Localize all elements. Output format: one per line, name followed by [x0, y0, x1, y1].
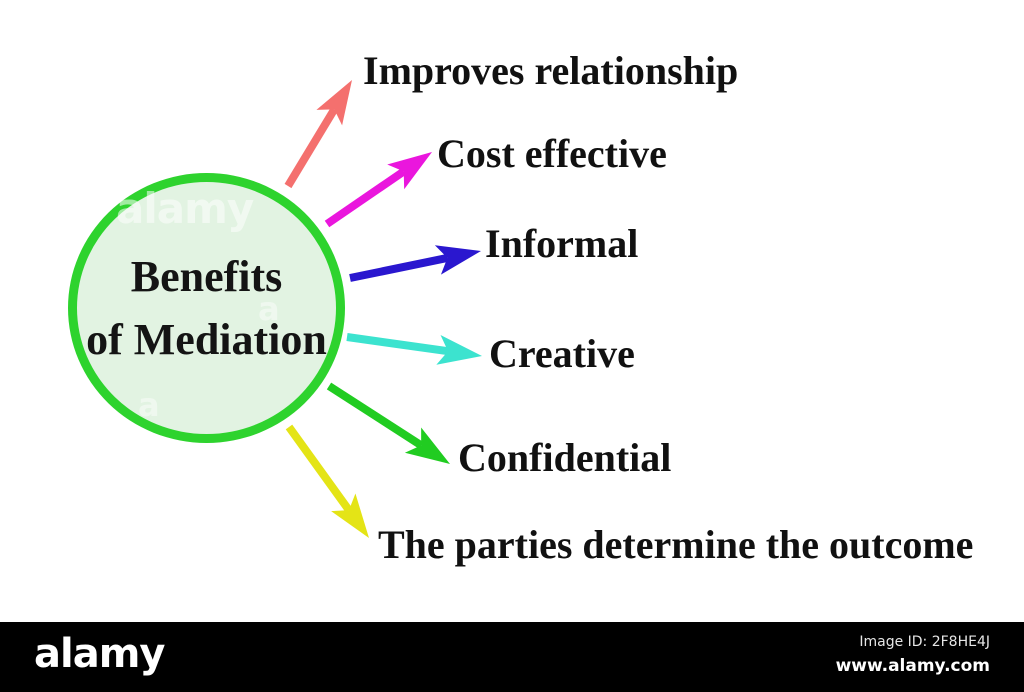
benefit-arrow-head: [387, 152, 432, 190]
benefit-arrow-shaft: [346, 333, 449, 356]
alamy-footer-bar: alamy Image ID: 2F8HE4J www.alamy.com: [0, 622, 1024, 692]
benefit-arrow-shaft: [349, 254, 449, 282]
benefit-arrow-shaft: [284, 107, 338, 189]
footer-info: Image ID: 2F8HE4J www.alamy.com: [836, 634, 990, 676]
central-title-line2: of Mediation: [86, 315, 327, 364]
benefit-arrow-head: [434, 245, 481, 275]
benefit-arrow-head: [316, 80, 352, 126]
alamy-logo: alamy: [34, 631, 165, 677]
benefit-arrow-head: [331, 493, 369, 538]
image-id-text: Image ID: 2F8HE4J: [859, 634, 990, 650]
benefit-label-3: Informal: [485, 221, 639, 266]
benefit-label-6: The parties determine the outcome: [378, 522, 974, 567]
benefit-label-2: Cost effective: [437, 131, 667, 176]
central-title-line1: Benefits: [130, 252, 283, 301]
benefit-arrow-head: [404, 427, 450, 464]
benefit-label-1: Improves relationship: [363, 48, 739, 93]
benefit-label-4: Creative: [489, 331, 635, 376]
alamy-url-text: www.alamy.com: [835, 655, 990, 676]
benefit-arrow-shaft: [324, 168, 406, 228]
central-node: Benefits of Mediation: [68, 173, 345, 443]
benefit-arrow-head: [436, 335, 482, 365]
benefit-arrow-shaft: [285, 424, 353, 513]
benefit-label-5: Confidential: [458, 435, 672, 480]
benefit-arrow-shaft: [326, 382, 424, 449]
